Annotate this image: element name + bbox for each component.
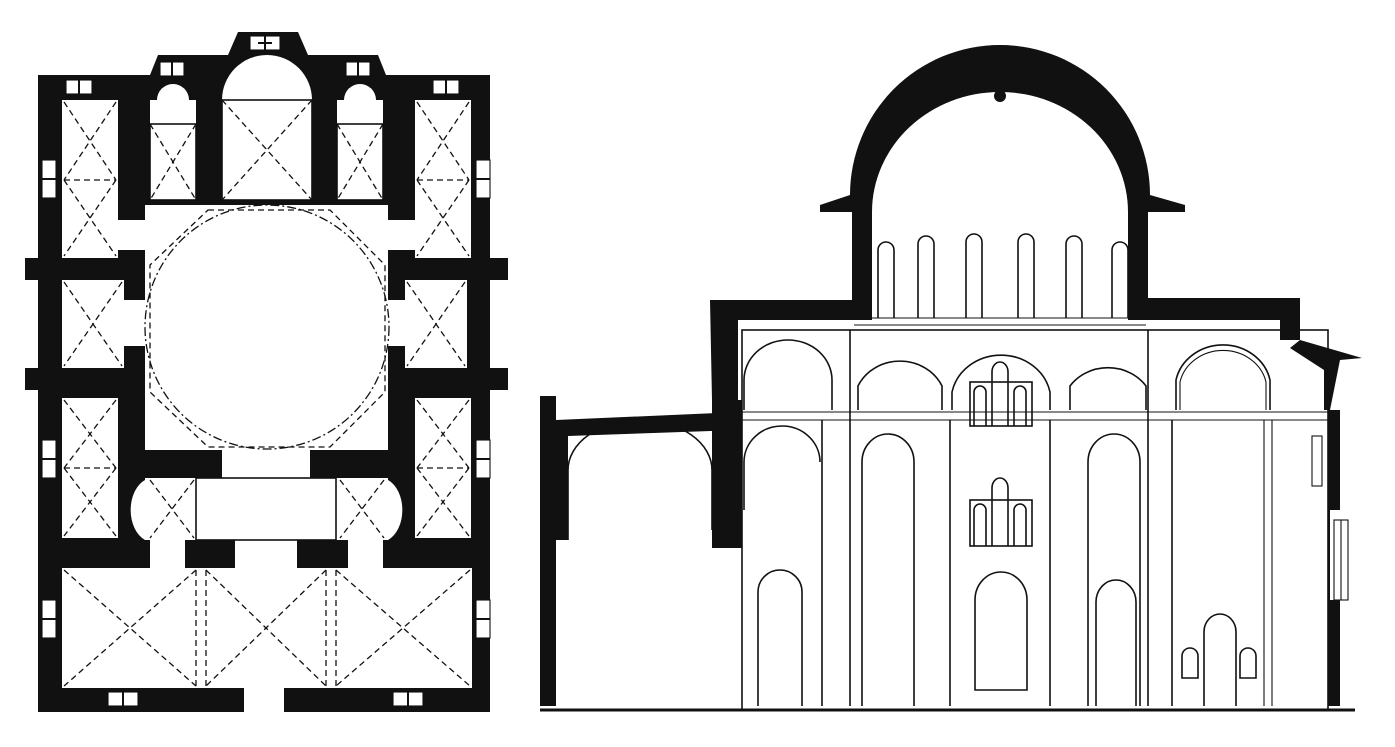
plan-piers (25, 258, 508, 478)
plan-windows (41, 35, 491, 707)
plan-vaulting (63, 99, 471, 687)
triple-windows (969, 361, 1033, 547)
floor-plan (25, 32, 508, 712)
narthex-wall (540, 396, 740, 706)
section-structure (741, 329, 1329, 711)
east-apse-detail (1333, 519, 1349, 601)
dome-shell (820, 45, 1185, 320)
plan-interior (62, 55, 472, 712)
longitudinal-section (540, 45, 1362, 712)
roof-slab (710, 300, 852, 400)
drum-windows (854, 233, 1146, 326)
